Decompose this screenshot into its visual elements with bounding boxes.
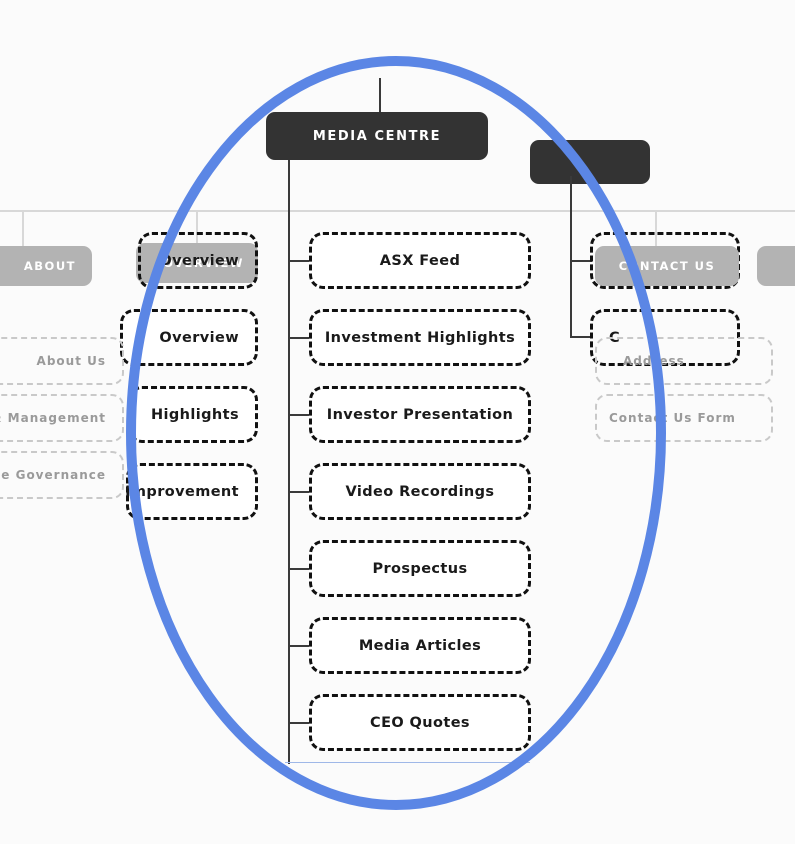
node-investment-highlights[interactable]: Investment Highlights xyxy=(309,309,531,366)
node-video-recordings-label: Video Recordings xyxy=(345,483,495,500)
node-address-label: Address xyxy=(623,354,685,368)
node-overview-child-1-label: Overview xyxy=(159,252,239,269)
node-prospectus-label: Prospectus xyxy=(372,560,468,577)
node-ceo-quotes-label: CEO Quotes xyxy=(370,714,470,731)
top-drop-about xyxy=(22,210,24,252)
node-overview-child-1[interactable]: Overview xyxy=(138,232,258,289)
top-connector-bus xyxy=(0,210,795,212)
node-investor-presentation-label: Investor Presentation xyxy=(326,406,514,423)
node-board-management[interactable]: Board & Management xyxy=(0,394,124,442)
node-media-articles-label: Media Articles xyxy=(358,637,482,654)
node-investment-highlights-label: Investment Highlights xyxy=(324,329,516,346)
node-hidden-dark-header[interactable] xyxy=(530,140,650,184)
node-about-us-label: About Us xyxy=(36,354,106,368)
elbow-asx-feed xyxy=(288,260,310,262)
node-address[interactable]: Address xyxy=(595,337,773,385)
node-prospectus[interactable]: Prospectus xyxy=(309,540,531,597)
node-about-us[interactable]: About Us xyxy=(0,337,124,385)
node-contact-us-header[interactable]: CONTACT US xyxy=(595,246,739,286)
node-board-management-label: Board & Management xyxy=(0,411,106,425)
node-overview-child-4[interactable]: Improvement xyxy=(125,463,258,520)
node-contact-us-form-label: Contact Us Form xyxy=(609,411,736,425)
node-asx-feed-label: ASX Feed xyxy=(379,252,461,269)
baseline-rule xyxy=(285,762,530,763)
elbow-ceo-quotes xyxy=(288,722,310,724)
node-media-centre-label: MEDIA CENTRE xyxy=(312,128,442,144)
node-overview-child-2[interactable]: Overview xyxy=(120,309,258,366)
node-video-recordings[interactable]: Video Recordings xyxy=(309,463,531,520)
node-media-centre[interactable]: MEDIA CENTRE xyxy=(266,112,488,160)
node-overview-child-4-label: Improvement xyxy=(125,483,239,500)
hidden-dark-spine xyxy=(570,176,572,338)
node-contact-us-header-label: CONTACT US xyxy=(618,259,716,273)
node-media-articles[interactable]: Media Articles xyxy=(309,617,531,674)
elbow-investment-highlights xyxy=(288,337,310,339)
node-about-header-label: ABOUT xyxy=(23,259,76,273)
node-overview-child-3[interactable]: Highlights xyxy=(128,386,258,443)
node-overview-child-3-label: Highlights xyxy=(150,406,239,423)
media-centre-top-stem xyxy=(379,78,381,114)
node-asx-feed[interactable]: ASX Feed xyxy=(309,232,531,289)
node-corporate-governance[interactable]: Corporate Governance xyxy=(0,451,124,499)
elbow-media-articles xyxy=(288,645,310,647)
hidden-dark-elbow-2 xyxy=(570,336,592,338)
elbow-investor-presentation xyxy=(288,414,310,416)
node-corporate-governance-label: Corporate Governance xyxy=(0,468,106,482)
elbow-video-recordings xyxy=(288,491,310,493)
node-contact-us-form[interactable]: Contact Us Form xyxy=(595,394,773,442)
hidden-dark-elbow-1 xyxy=(570,260,592,262)
node-right-edge-header[interactable] xyxy=(757,246,795,286)
node-ceo-quotes[interactable]: CEO Quotes xyxy=(309,694,531,751)
node-overview-child-2-label: Overview xyxy=(159,329,239,346)
elbow-prospectus xyxy=(288,568,310,570)
node-about-header[interactable]: ABOUT xyxy=(0,246,92,286)
media-centre-spine xyxy=(288,160,290,764)
node-investor-presentation[interactable]: Investor Presentation xyxy=(309,386,531,443)
